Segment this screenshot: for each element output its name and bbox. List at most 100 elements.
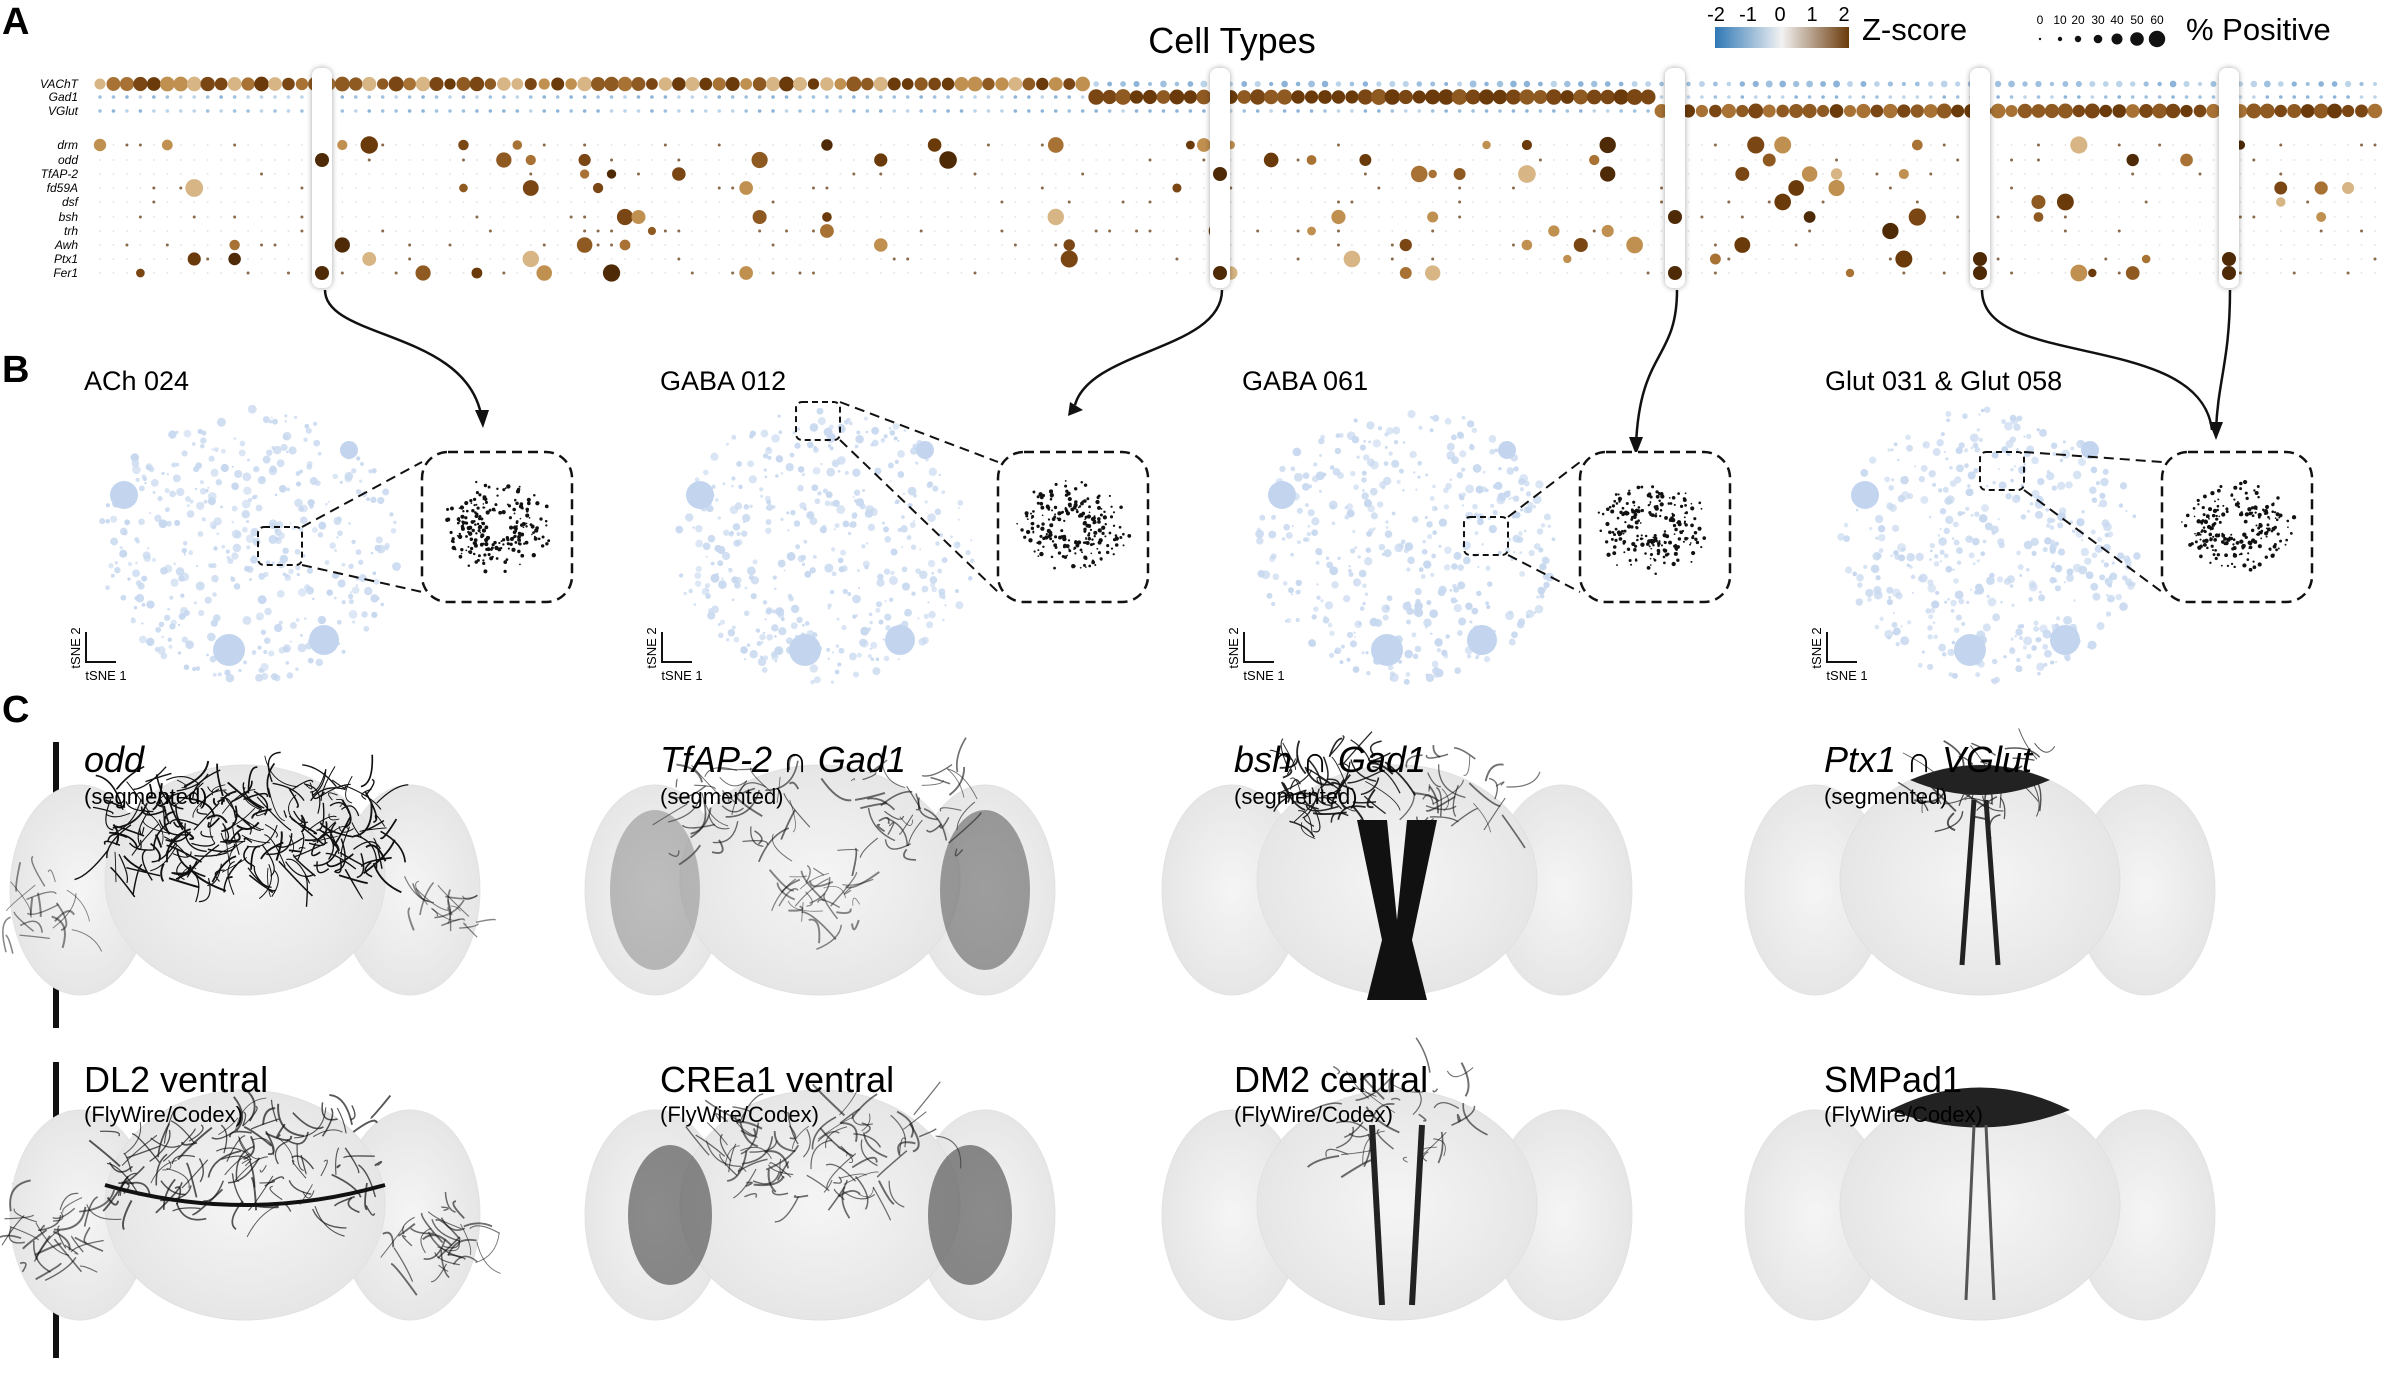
tsne-point xyxy=(869,620,873,625)
dot-tf xyxy=(475,215,479,219)
dot-tf xyxy=(449,187,451,189)
tsne-point xyxy=(761,666,768,673)
dot-tf xyxy=(1162,173,1165,175)
zoom-point xyxy=(1644,552,1647,555)
zoom-point xyxy=(2254,491,2259,496)
zoom-point xyxy=(1683,498,1686,502)
dot-tf xyxy=(1095,201,1098,203)
dot-vacht xyxy=(1321,80,1329,88)
dot-tf xyxy=(556,272,559,274)
zoom-point xyxy=(1064,507,1068,511)
dot-tf xyxy=(1485,230,1488,232)
dot-gad1 xyxy=(932,95,937,99)
tsne-point xyxy=(307,657,314,664)
dot-tf xyxy=(758,201,761,203)
tsne-point xyxy=(1504,547,1511,553)
zoom-point xyxy=(471,509,475,513)
dot-tf xyxy=(489,272,492,274)
dot-tf xyxy=(610,187,613,189)
dot-tf xyxy=(2279,159,2282,161)
dot-tf xyxy=(960,230,963,232)
dot-tf xyxy=(1801,166,1818,182)
zoom-point xyxy=(2214,533,2219,538)
zoom-point xyxy=(1060,529,1064,533)
tsne-point xyxy=(264,607,272,616)
tsne-point xyxy=(957,518,960,521)
zoom-point xyxy=(2233,498,2236,501)
neurite xyxy=(231,780,253,803)
dot-tf xyxy=(690,271,694,275)
dot-tf xyxy=(1727,159,1730,161)
dot-vacht xyxy=(1940,80,1948,88)
dot-tf xyxy=(543,258,546,260)
tsne-point xyxy=(134,595,139,601)
dot-tf xyxy=(512,140,523,150)
dot-tf xyxy=(2374,244,2376,246)
tsne-point xyxy=(1878,548,1884,554)
dot-tf xyxy=(933,216,936,218)
dot-tf xyxy=(2091,216,2094,218)
dot-tf xyxy=(233,143,237,147)
zoom-point xyxy=(1684,492,1687,495)
tsne-point xyxy=(348,610,358,619)
tsne-point xyxy=(178,490,181,493)
zoom-point xyxy=(2216,488,2221,493)
zoom-point xyxy=(1628,489,1631,492)
tsne-point xyxy=(846,417,851,423)
dot-gad1 xyxy=(111,95,116,99)
tsne-point xyxy=(337,579,346,588)
zoom-point xyxy=(482,503,485,505)
zoom-point xyxy=(1672,523,1677,528)
dot-tf xyxy=(435,258,438,260)
dot-tf xyxy=(1256,173,1259,175)
zoom-point xyxy=(2220,564,2223,567)
tsne-point xyxy=(841,565,848,572)
tsne-point xyxy=(1391,511,1396,516)
tsne-point xyxy=(882,638,885,641)
dot-tf xyxy=(1902,271,1906,275)
dot-tf xyxy=(2172,258,2175,260)
dot-vacht xyxy=(1765,80,1773,88)
tsne-point xyxy=(743,610,750,617)
dot-tf xyxy=(879,216,882,218)
tsne-point xyxy=(182,613,187,618)
dot-tf xyxy=(139,173,142,175)
tsne-point xyxy=(1947,598,1950,601)
tsne-point xyxy=(907,486,917,496)
dot-tf xyxy=(1795,216,1798,218)
dot-vglut xyxy=(1910,104,1924,118)
tsne-point xyxy=(216,417,226,427)
dot-tf xyxy=(99,216,101,218)
dot-tf xyxy=(1243,173,1246,175)
neurite xyxy=(183,829,195,840)
dot-tf xyxy=(287,159,290,161)
zoom-point xyxy=(2229,536,2234,541)
dot-vglut xyxy=(703,109,708,113)
tsne-point xyxy=(1372,527,1376,531)
zoom-connector xyxy=(2023,451,2163,463)
tsne-point xyxy=(1344,506,1348,510)
dot-tf xyxy=(2360,173,2363,175)
zoom-point xyxy=(1656,541,1661,546)
dot-gad1 xyxy=(1807,95,1812,99)
dot-tf xyxy=(1458,159,1461,161)
dot-tf xyxy=(2306,244,2309,246)
tsne-point xyxy=(2069,520,2074,524)
zoom-point xyxy=(1664,516,1668,520)
zoom-point xyxy=(1054,535,1058,539)
dot-tf xyxy=(2199,187,2201,189)
dot-tf xyxy=(341,216,344,218)
dot-tf xyxy=(2360,272,2363,274)
zoom-connector xyxy=(301,461,423,528)
tsne-point xyxy=(175,430,179,434)
dot-tf xyxy=(139,187,142,189)
tsne-point xyxy=(766,499,772,505)
tsne-point xyxy=(1458,617,1467,626)
tsne-point xyxy=(764,475,768,479)
dot-tf xyxy=(597,173,600,175)
tsne-point xyxy=(2063,581,2067,584)
dot-vacht xyxy=(1618,81,1624,87)
tsne-point xyxy=(765,506,769,510)
zoom-point xyxy=(507,504,512,508)
